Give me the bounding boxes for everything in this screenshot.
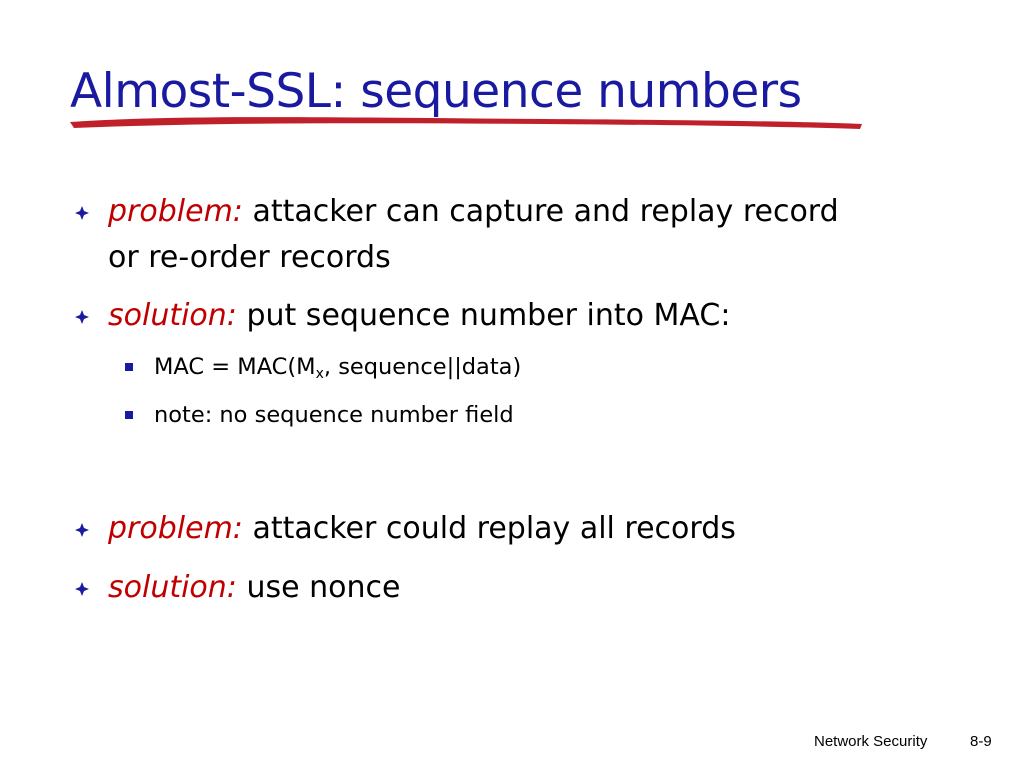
bullet-3-keyword: problem: xyxy=(108,511,243,546)
diamond-star-icon xyxy=(75,523,89,537)
bullet-3: problem: attacker could replay all recor… xyxy=(108,506,736,552)
footer-page-number: 8-9 xyxy=(970,733,992,750)
bullet-1-line-1: problem: attacker can capture and replay… xyxy=(108,189,839,235)
diamond-star-icon xyxy=(75,582,89,596)
sub-bullet-mac-after: , sequence||data) xyxy=(323,354,522,380)
bullet-1-line-2: or re-order records xyxy=(108,240,391,275)
square-bullet-icon xyxy=(125,411,133,419)
diamond-star-icon xyxy=(75,310,89,324)
sub-bullet-note: note: no sequence number field xyxy=(154,402,514,428)
title-underline xyxy=(70,117,862,129)
sub-bullet-mac-subscript: x xyxy=(315,366,324,382)
bullet-4-keyword: solution: xyxy=(108,570,237,605)
bullet-2-keyword: solution: xyxy=(108,298,237,333)
bullet-3-text: attacker could replay all records xyxy=(252,511,736,546)
bullet-1-keyword: problem: xyxy=(108,194,243,229)
bullet-4: solution: use nonce xyxy=(108,565,400,611)
bullet-2-text: put sequence number into MAC: xyxy=(246,298,731,333)
square-bullet-icon xyxy=(125,363,133,371)
bullet-1-text: attacker can capture and replay record xyxy=(252,194,839,229)
footer-label: Network Security xyxy=(814,733,928,750)
bullet-2: solution: put sequence number into MAC: xyxy=(108,293,730,339)
bullet-4-text: use nonce xyxy=(246,570,401,605)
diamond-star-icon xyxy=(75,206,89,220)
sub-bullet-mac-before: MAC = MAC(M xyxy=(154,354,316,380)
sub-bullet-mac: MAC = MAC(Mx, sequence||data) xyxy=(154,351,521,390)
slide-title: Almost-SSL: sequence numbers xyxy=(70,64,802,119)
